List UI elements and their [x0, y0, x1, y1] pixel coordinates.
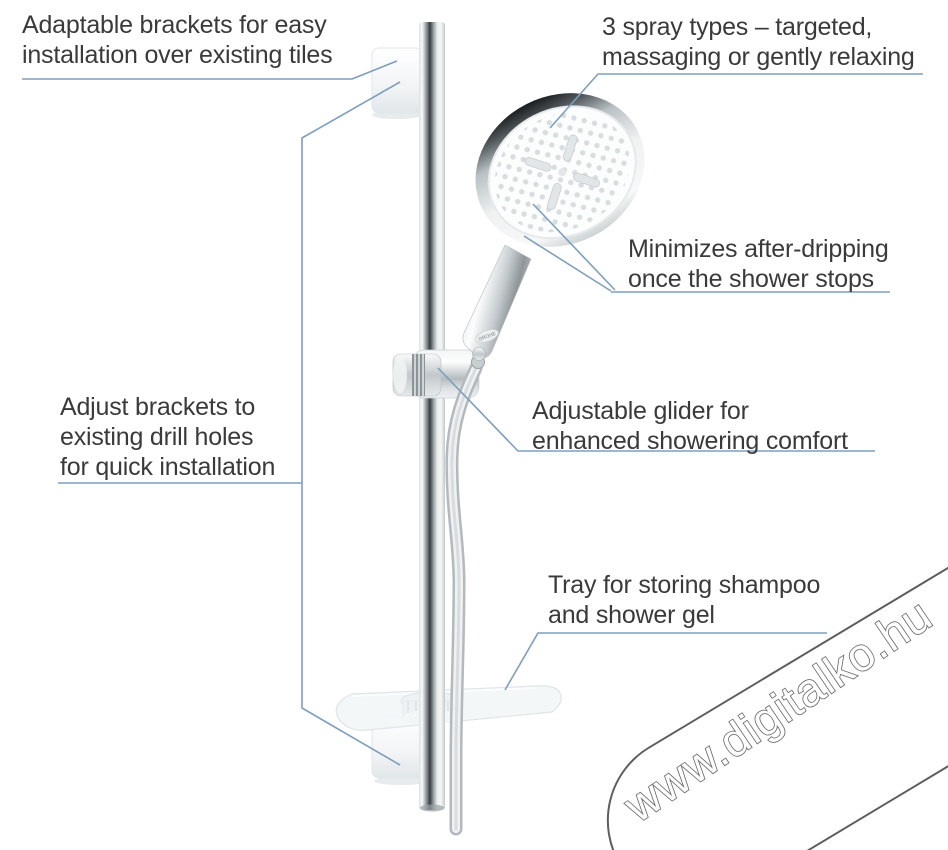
callout-line: massaging or gently relaxing — [602, 43, 915, 71]
callout-line: Adaptable brackets for easy — [22, 11, 327, 39]
shower-handle: GROHE — [462, 244, 532, 361]
callout-after-dripping: Minimizes after-dripping once the shower… — [628, 234, 889, 294]
callout-storage-tray: Tray for storing shampoo and shower gel — [548, 570, 820, 630]
callout-adaptable-brackets: Adaptable brackets for easy installation… — [22, 10, 333, 70]
callout-line: installation over existing tiles — [22, 41, 333, 69]
callout-line: Adjustable glider for — [532, 397, 749, 425]
top-bracket — [371, 47, 424, 119]
callout-line: 3 spray types – targeted, — [602, 13, 873, 41]
spray-slots — [524, 134, 600, 210]
callout-line: Adjust brackets to — [60, 393, 256, 421]
watermark-border — [606, 533, 948, 850]
callout-line: existing drill holes — [60, 423, 254, 451]
storage-tray — [335, 685, 562, 731]
leader-after-dripping-prong2 — [523, 235, 612, 292]
leader-spray-types — [549, 73, 923, 129]
brand-badge: GROHE — [475, 329, 499, 343]
leader-lines — [22, 60, 923, 766]
watermark: www.digitalko.hu — [606, 533, 948, 850]
callout-line: once the shower stops — [628, 265, 874, 293]
callout-line: and shower gel — [548, 601, 715, 629]
callout-line: enhanced showering comfort — [532, 427, 848, 455]
callout-line: for quick installation — [60, 453, 276, 481]
callout-adjustable-glider: Adjustable glider for enhanced showering… — [532, 396, 848, 456]
leader-storage-tray — [504, 632, 827, 691]
callout-spray-types: 3 spray types – targeted, massaging or g… — [602, 12, 915, 72]
leader-after-dripping-prong1 — [532, 203, 616, 291]
shower-head — [475, 93, 645, 247]
leader-adjustable-glider — [437, 367, 875, 452]
leader-adaptable-brackets — [22, 60, 398, 80]
callout-adjust-brackets: Adjust brackets to existing drill holes … — [60, 392, 275, 482]
leader-adjust-brackets — [301, 81, 401, 766]
callout-line: Tray for storing shampoo — [548, 571, 821, 599]
shower-rail — [419, 22, 445, 812]
callout-line: Minimizes after-dripping — [628, 235, 889, 263]
shower-hose — [445, 361, 483, 836]
